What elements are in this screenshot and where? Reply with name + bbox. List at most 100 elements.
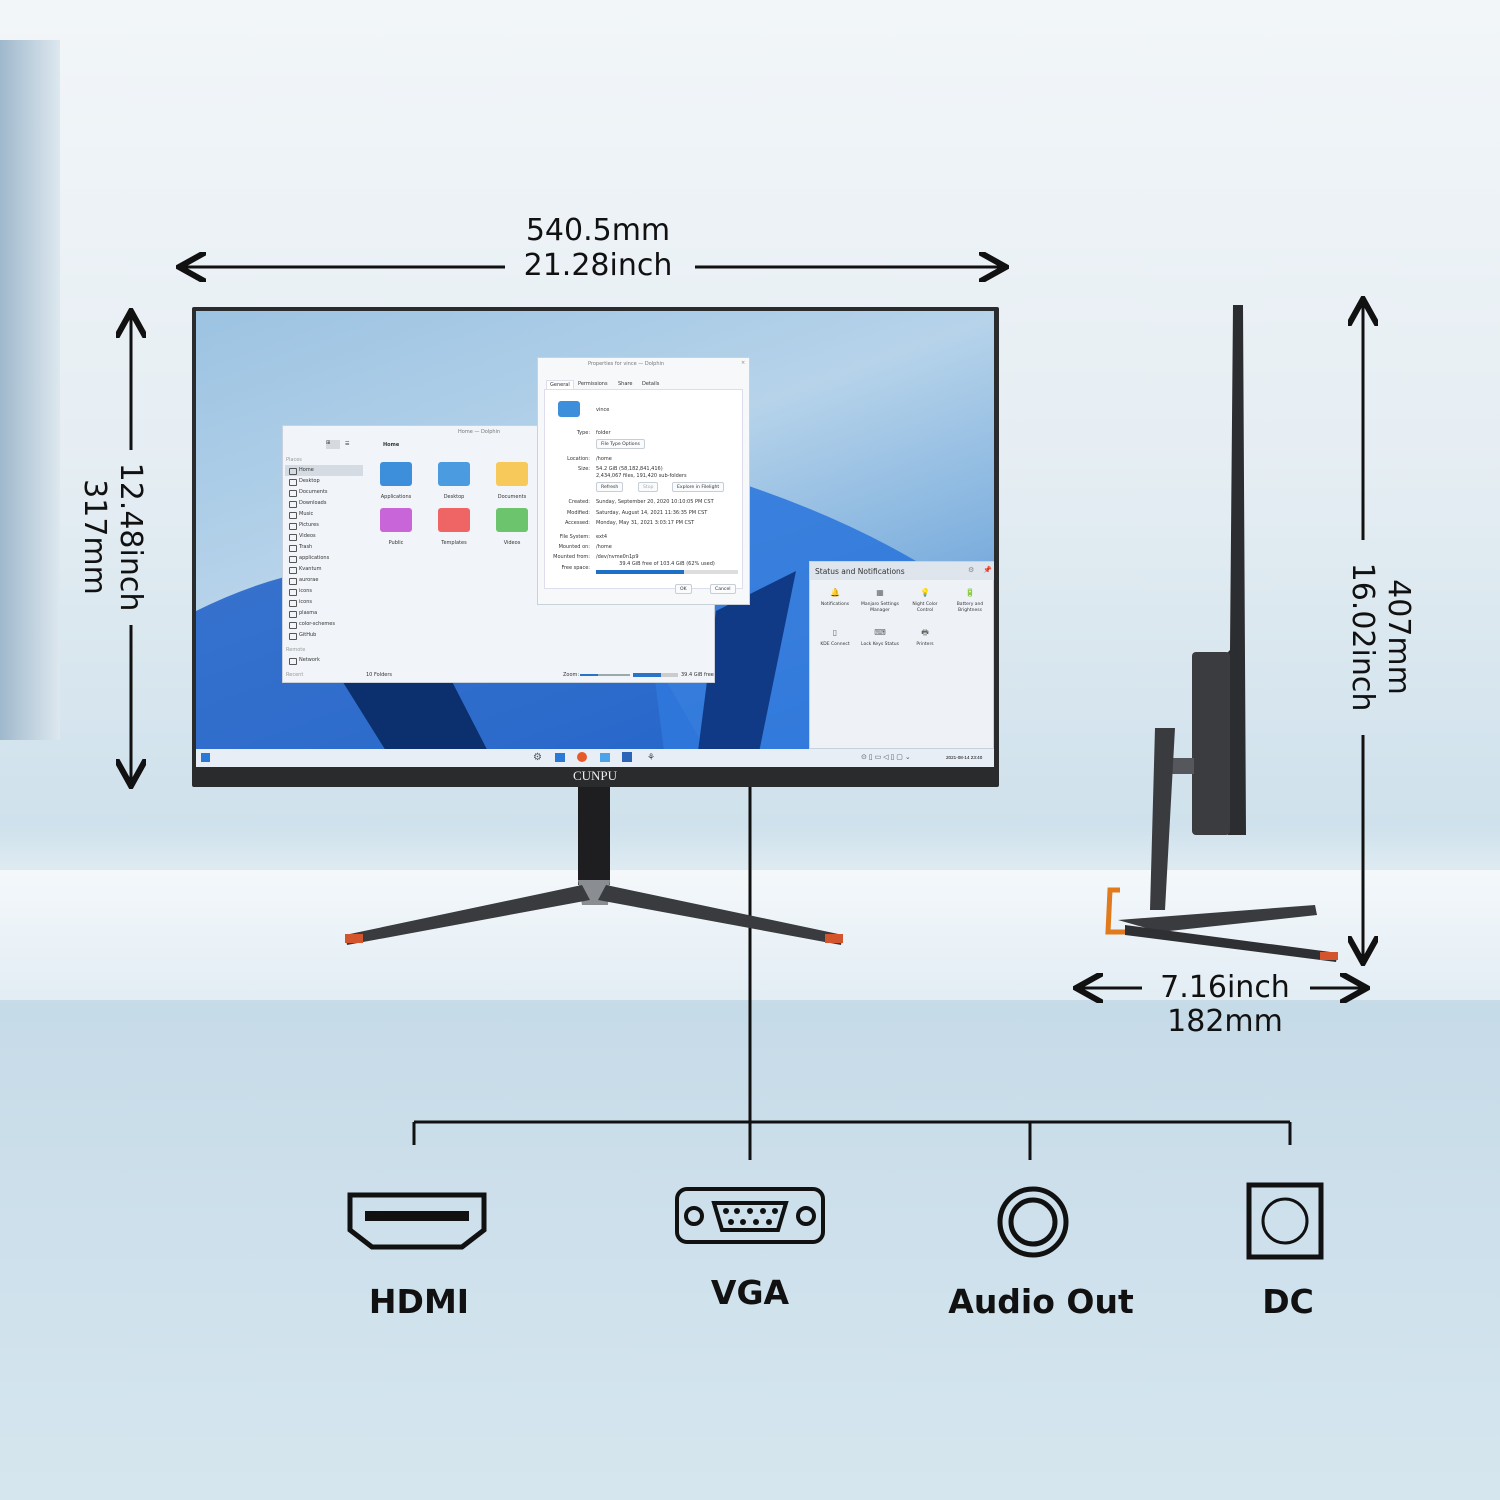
folder-icon[interactable] bbox=[438, 462, 470, 486]
pin-icon[interactable]: 📌 bbox=[983, 566, 992, 574]
tray-item-icon: ⌨ bbox=[874, 628, 886, 637]
properties-dialog: Properties for vince — Dolphin × General… bbox=[537, 357, 750, 605]
place-item[interactable]: Pictures bbox=[285, 520, 363, 531]
cancel-button[interactable]: Cancel bbox=[710, 584, 736, 594]
side-view-monitor bbox=[1105, 305, 1338, 962]
breadcrumb-home[interactable]: Home bbox=[383, 442, 400, 448]
view-compact-button[interactable]: ☰ bbox=[345, 441, 350, 447]
files-app-icon[interactable] bbox=[555, 753, 565, 762]
properties-tab[interactable]: Permissions bbox=[578, 381, 608, 387]
depth-mm: 182mm bbox=[1167, 1004, 1283, 1039]
tray-item-label[interactable]: Notifications bbox=[820, 602, 850, 607]
tray-item-label[interactable]: Night Color Control bbox=[912, 602, 938, 613]
tray-item-label[interactable]: KDE Connect bbox=[820, 642, 850, 647]
place-item[interactable]: plasma bbox=[285, 608, 363, 619]
field-value: 54.2 GiB (58,182,841,416) bbox=[596, 466, 663, 472]
folder-label[interactable]: Public bbox=[388, 540, 404, 546]
place-item[interactable]: Videos bbox=[285, 531, 363, 542]
hdmi-icon bbox=[347, 1192, 487, 1250]
tray-item-label[interactable]: Printers bbox=[916, 642, 934, 647]
width-mm: 540.5mm bbox=[525, 213, 671, 248]
port-label-hdmi: HDMI bbox=[368, 1282, 470, 1321]
place-item[interactable]: Downloads bbox=[285, 498, 363, 509]
field-value: /dev/nvme0n1p9 bbox=[596, 554, 639, 560]
place-item[interactable]: applications bbox=[285, 553, 363, 564]
free-space-progress bbox=[596, 570, 738, 574]
zoom-slider[interactable] bbox=[580, 674, 630, 676]
field-value: /home bbox=[596, 456, 612, 462]
free-space-text: 39.4 GiB free bbox=[681, 672, 714, 678]
tray-item-label[interactable]: Battery and Brightness bbox=[956, 602, 984, 613]
connector-tree bbox=[412, 787, 1292, 1160]
folder-icon[interactable] bbox=[380, 508, 412, 532]
place-item[interactable]: Trash bbox=[285, 542, 363, 553]
place-item[interactable]: Desktop bbox=[285, 476, 363, 487]
recent-header: Recent bbox=[286, 672, 304, 678]
folder-icon[interactable] bbox=[496, 508, 528, 532]
field-label: Free space: bbox=[561, 565, 590, 571]
place-item[interactable]: color-schemes bbox=[285, 619, 363, 630]
field-label: Mounted from: bbox=[553, 554, 590, 560]
field-label: Accessed: bbox=[564, 520, 590, 526]
place-item[interactable]: GitHub bbox=[285, 630, 363, 641]
properties-tab[interactable]: Details bbox=[642, 381, 660, 387]
system-monitor-icon[interactable]: ⚘ bbox=[647, 752, 656, 762]
field-label: Size: bbox=[578, 466, 590, 472]
tray-item-label[interactable]: Manjaro Settings Manager bbox=[861, 602, 899, 613]
folder-label[interactable]: Videos bbox=[503, 540, 521, 546]
status-panel-title: Status and Notifications bbox=[815, 567, 905, 576]
folder-label[interactable]: Desktop bbox=[443, 494, 465, 500]
mail-app-icon[interactable] bbox=[600, 753, 610, 762]
file-name: vince bbox=[596, 407, 610, 413]
explore-filelight-button[interactable]: Explore in Filelight bbox=[672, 482, 725, 492]
field-value: 39.4 GiB free of 103.4 GiB (62% used) bbox=[619, 561, 715, 567]
background-window-light bbox=[0, 40, 60, 740]
folder-label[interactable]: Templates bbox=[441, 540, 467, 546]
start-icon[interactable] bbox=[201, 753, 210, 762]
settings-icon[interactable]: ⚙ bbox=[968, 566, 975, 574]
field-value: Sunday, September 20, 2020 10:10:05 PM C… bbox=[596, 499, 714, 505]
folder-icon[interactable] bbox=[380, 462, 412, 486]
depth-inch: 7.16inch bbox=[1160, 970, 1290, 1005]
file-type-options-button[interactable]: File Type Options bbox=[596, 439, 645, 449]
place-item[interactable]: Documents bbox=[285, 487, 363, 498]
field-value: Saturday, August 14, 2021 11:36:35 PM CS… bbox=[596, 510, 708, 516]
home-folder-icon bbox=[558, 401, 580, 417]
system-tray-icons[interactable]: ⊙ ▯ ▭ ◁ ▯ ▢ ⌄ bbox=[861, 754, 911, 761]
field-value: /home bbox=[596, 544, 612, 550]
port-label-dc: DC bbox=[1262, 1282, 1314, 1321]
ok-button[interactable]: OK bbox=[675, 584, 692, 594]
place-item[interactable]: aurorae bbox=[285, 575, 363, 586]
width-inch: 21.28inch bbox=[523, 248, 673, 283]
clock[interactable]: 2021-08-14 23:40 bbox=[946, 755, 983, 760]
place-item[interactable]: icons bbox=[285, 586, 363, 597]
folder-icon[interactable] bbox=[438, 508, 470, 532]
place-item[interactable]: Home bbox=[285, 465, 363, 476]
properties-tab[interactable]: Share bbox=[618, 381, 633, 387]
folder-icon[interactable] bbox=[496, 462, 528, 486]
place-item[interactable]: icons bbox=[285, 597, 363, 608]
place-item[interactable]: Music bbox=[285, 509, 363, 520]
tray-item-icon: 🔋 bbox=[965, 588, 975, 597]
place-network[interactable]: Network bbox=[285, 655, 363, 666]
refresh-button[interactable]: Refresh bbox=[596, 482, 624, 492]
stop-button[interactable]: Stop bbox=[638, 482, 659, 492]
folder-label[interactable]: Documents bbox=[497, 494, 527, 500]
view-icons-button[interactable]: ⊞ bbox=[326, 440, 340, 449]
tray-item-icon: ▯ bbox=[832, 628, 838, 637]
store-app-icon[interactable] bbox=[622, 752, 632, 762]
settings-app-icon[interactable]: ⚙ bbox=[533, 752, 542, 763]
total-height-inch: 16.02inch bbox=[1345, 562, 1380, 712]
total-height-mm: 407mm bbox=[1381, 579, 1416, 695]
tray-item-icon: 🖶 bbox=[921, 628, 929, 637]
place-item[interactable]: Kvantum bbox=[285, 564, 363, 575]
field-label: Mounted on: bbox=[558, 544, 590, 550]
field-value: Monday, May 31, 2021 3:03:17 PM CST bbox=[596, 520, 695, 526]
folder-label[interactable]: Applications bbox=[380, 494, 412, 500]
tray-item-label[interactable]: Lock Keys Status bbox=[861, 642, 899, 647]
firefox-icon[interactable] bbox=[577, 752, 587, 762]
brand-logo: CUNPU bbox=[572, 768, 618, 783]
close-icon[interactable]: × bbox=[741, 360, 746, 366]
